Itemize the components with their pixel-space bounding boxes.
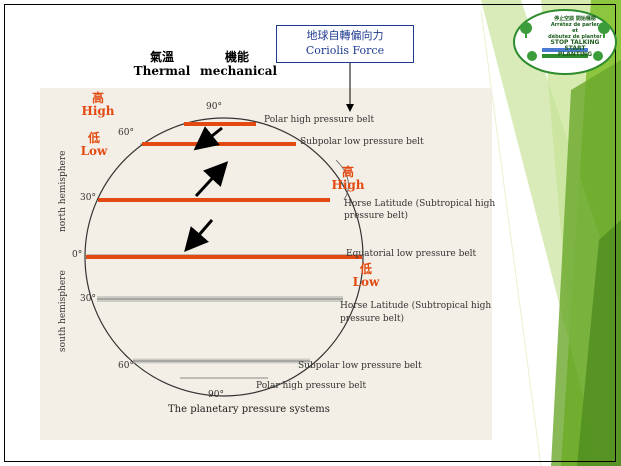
deg-south-90: 90° [208, 390, 224, 400]
belt-label-equatorial: Equatorial low pressure belt [346, 249, 477, 259]
thermal-chinese: 氣溫 [149, 50, 174, 64]
figure-background [40, 88, 492, 440]
globe-outline [84, 117, 364, 397]
arrow-horse-to-equator [184, 219, 214, 253]
stop-talking-logo [513, 9, 617, 75]
deg-north-30: 30° [80, 193, 96, 203]
thermal-english: Thermal [133, 64, 191, 78]
high-top-english: High [81, 104, 115, 118]
low-sub-english: Low [80, 144, 108, 158]
logo-line-2: Arrêtez de parler et [550, 22, 600, 34]
mechanical-chinese: 機能 [224, 50, 249, 64]
high-label-top: 高 High [78, 92, 118, 118]
high-label-horse: 高 High [328, 166, 368, 192]
belt-label-subpolar-north: Subpolar low pressure belt [300, 137, 424, 147]
coriolis-title-english: Coriolis Force [305, 44, 385, 57]
high-top-chinese: 高 [91, 91, 104, 105]
belt-label-horse-south-2: pressure belt) [340, 314, 405, 324]
low-eq-chinese: 低 [359, 262, 372, 276]
belt-label-polar-south: Polar high pressure belt [256, 381, 367, 391]
slide-frame [4, 4, 616, 462]
belt-label-horse-south-1: Horse Latitude (Subtropical high [340, 301, 492, 311]
logo-text: 停止空談 開始種樹 Arrêtez de parler et débutez d… [548, 16, 602, 58]
south-hemisphere-label: south hemisphere [58, 270, 68, 352]
decorative-green-shapes [481, 0, 621, 466]
deg-north-90: 90° [206, 102, 222, 112]
deg-north-60: 60° [118, 128, 134, 138]
coriolis-title-box: 地球自轉偏向力 Coriolis Force [276, 25, 414, 63]
belt-label-horse-north-1: Horse Latitude (Subtropical high [344, 199, 496, 209]
logo-line-4: STOP TALKING [550, 39, 600, 46]
mechanical-english: mechanical [200, 64, 278, 78]
low-sub-chinese: 低 [87, 131, 100, 145]
figure-caption: The planetary pressure systems [168, 404, 330, 415]
low-label-equator: 低 Low [346, 263, 386, 289]
arrow-polar-to-subpolar [193, 126, 223, 151]
logo-line-1: 停止空談 開始種樹 [554, 16, 596, 22]
coriolis-title-chinese: 地球自轉偏向力 [306, 29, 384, 42]
arrow-horse-to-subpolar [194, 161, 229, 198]
mechanical-header: 機能 mechanical [200, 50, 278, 78]
high-horse-chinese: 高 [341, 165, 354, 179]
logo-line-5: START PLANTING [557, 45, 593, 58]
low-eq-english: Low [352, 275, 380, 289]
belt-label-subpolar-south: Subpolar low pressure belt [298, 361, 422, 371]
high-horse-english: High [331, 178, 365, 192]
north-hemisphere-label: north hemisphere [58, 150, 68, 232]
deg-equator: 0° [72, 250, 83, 260]
deg-south-60: 60° [118, 361, 134, 371]
deg-south-30: 30° [80, 294, 96, 304]
belt-label-polar-north: Polar high pressure belt [264, 115, 375, 125]
thermal-header: 氣溫 Thermal [132, 50, 192, 78]
belt-label-horse-north-2: pressure belt) [344, 211, 409, 221]
logo-line-3: débutez de planter [548, 34, 602, 40]
low-label-subpolar: 低 Low [74, 132, 114, 158]
